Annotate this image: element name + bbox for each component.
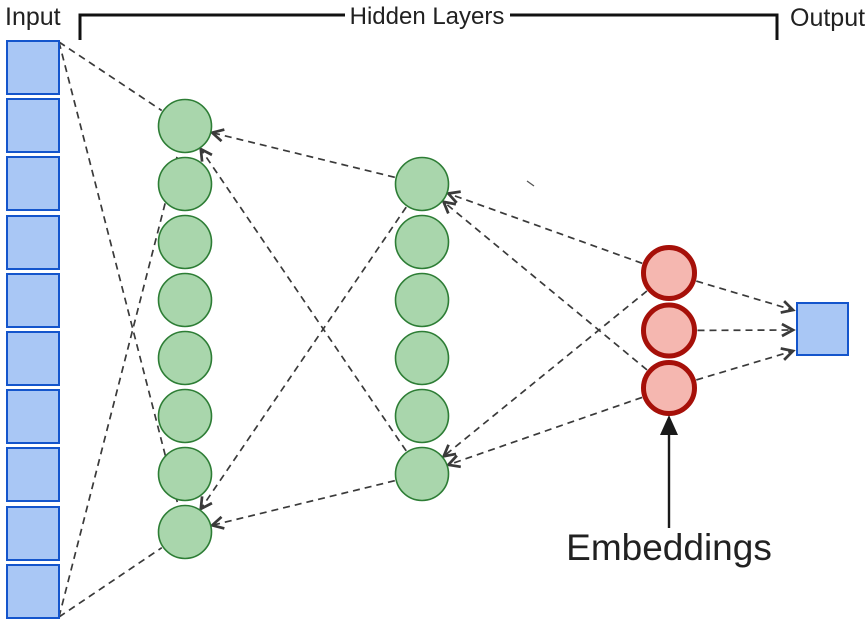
hidden-layer2-node-5 — [394, 388, 450, 444]
hidden-layer2-node-4 — [394, 330, 450, 386]
connection-hidden2-1-to-hidden1-1 — [209, 128, 396, 179]
embeddings-arrowhead-icon — [660, 415, 678, 435]
connection-input-10-to-hidden1-8 — [58, 546, 163, 618]
hidden-layer1-node-7 — [157, 446, 213, 502]
hidden-layer2-node-2 — [394, 214, 450, 270]
connection-hidden2-6-to-hidden1-8 — [209, 479, 396, 530]
connection-input-10-to-hidden1-1 — [58, 152, 179, 618]
connection-input-1-to-hidden1-8 — [58, 41, 179, 506]
hidden-layer1-node-6 — [157, 388, 213, 444]
hidden-layers-label: Hidden Layers — [350, 3, 505, 30]
input-node-8 — [6, 447, 60, 502]
connection-hidden2-1-to-hidden1-8 — [199, 206, 407, 512]
input-node-9 — [6, 506, 60, 561]
hidden-layer2-node-1 — [394, 156, 450, 212]
connection-embedding-1-to-hidden2-6 — [441, 290, 648, 459]
embeddings-label: Embeddings — [566, 527, 772, 568]
connections-layer — [58, 41, 796, 618]
input-node-6 — [6, 331, 60, 386]
input-node-7 — [6, 389, 60, 444]
output-label: Output — [790, 4, 865, 32]
input-node-1 — [6, 40, 60, 95]
hidden-layer2-node-3 — [394, 272, 450, 328]
embedding-node-3 — [641, 360, 697, 416]
embedding-node-2 — [641, 302, 697, 359]
hidden-layer2-node-6 — [394, 446, 450, 502]
connection-embedding-3-to-hidden2-1 — [441, 199, 648, 371]
hidden-layer1-node-5 — [157, 330, 213, 386]
input-node-4 — [6, 215, 60, 270]
input-node-5 — [6, 273, 60, 328]
input-node-10 — [6, 564, 60, 619]
hidden-layer1-node-8 — [157, 504, 213, 560]
input-node-3 — [6, 156, 60, 211]
embedding-node-1 — [641, 245, 697, 301]
input-node-2 — [6, 98, 60, 153]
hidden-layer1-node-4 — [157, 272, 213, 328]
connection-embedding-1-to-output-1 — [696, 280, 796, 314]
stray-mark — [526, 180, 535, 187]
connection-input-1-to-hidden1-1 — [58, 41, 163, 112]
output-node — [796, 302, 849, 356]
hidden-layer1-node-3 — [157, 214, 213, 270]
nodes-layer — [6, 40, 849, 619]
hidden-layer1-node-1 — [157, 98, 213, 154]
hidden-layer1-node-2 — [157, 156, 213, 212]
connection-embedding-1-to-hidden2-1 — [445, 190, 643, 265]
connection-embedding-3-to-output-1 — [696, 347, 796, 381]
connection-hidden2-6-to-hidden1-1 — [199, 146, 407, 452]
connection-embedding-3-to-hidden2-6 — [445, 396, 643, 469]
input-label: Input — [5, 3, 61, 31]
hidden-layers-bracket — [78, 13, 779, 40]
